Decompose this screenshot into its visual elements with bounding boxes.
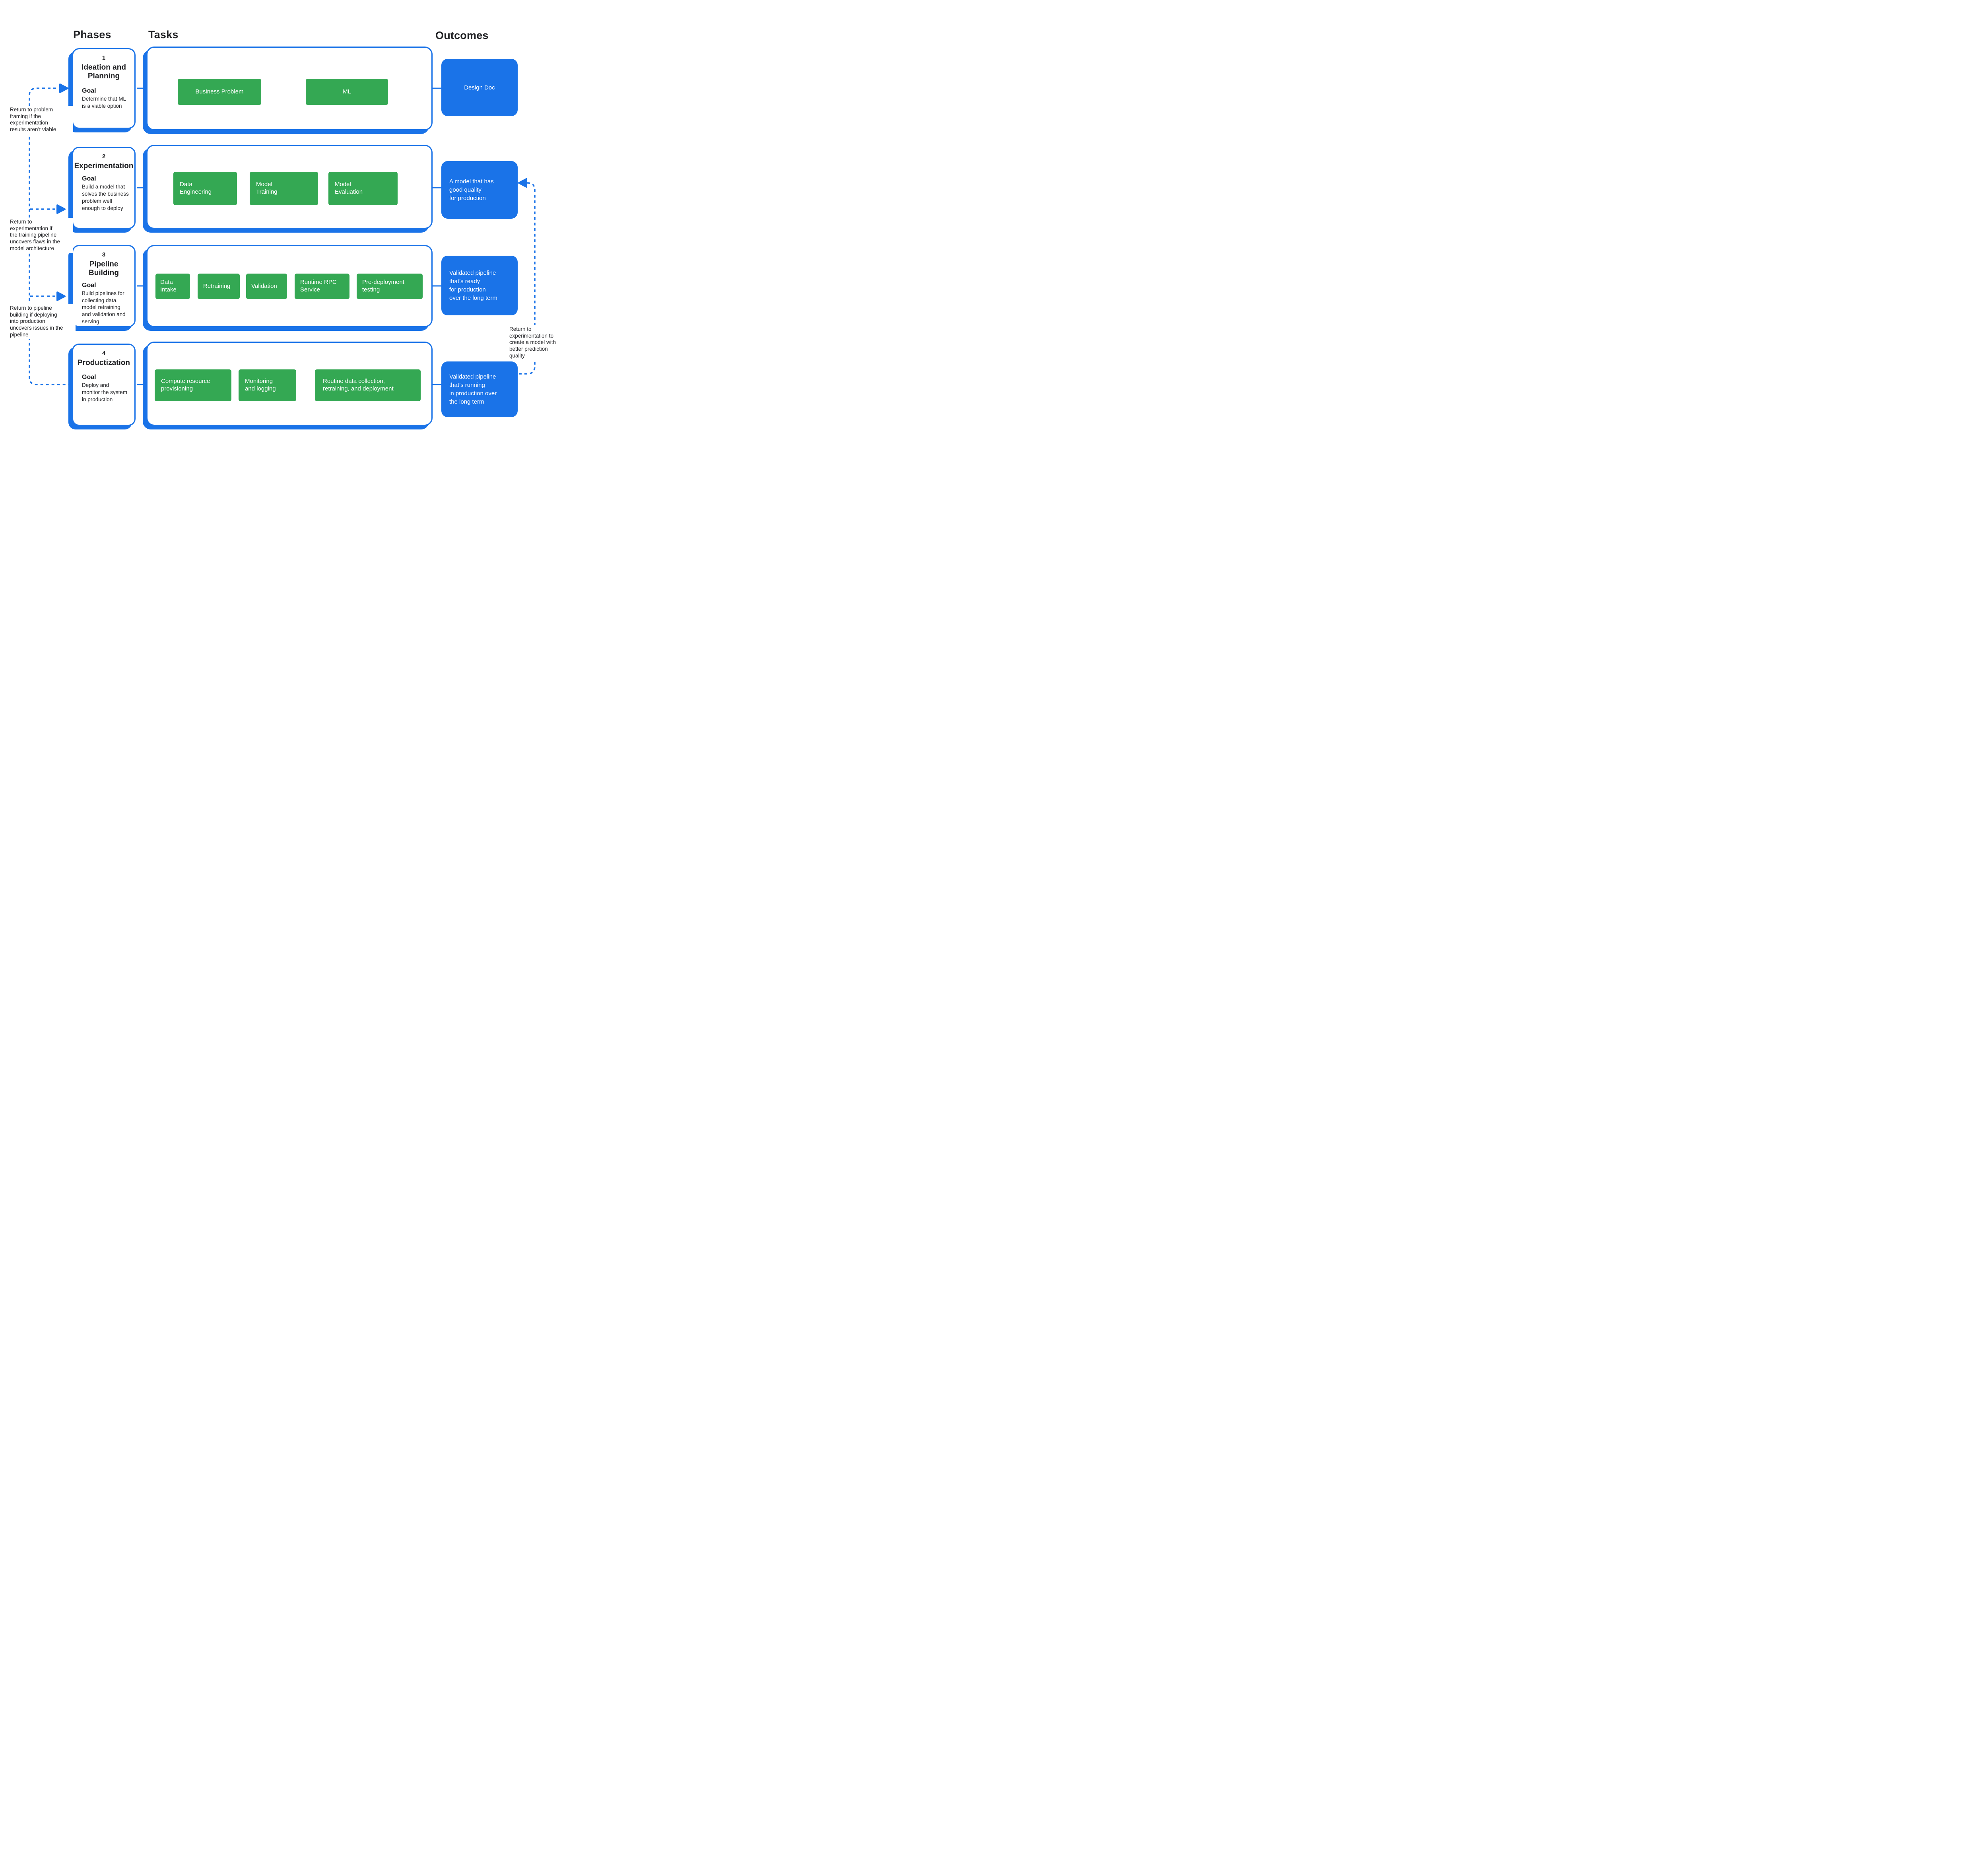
phase-box-ideation: 1 Ideation and Planning Goal Determine t… [72, 48, 136, 129]
task-runtime-rpc-service: Runtime RPC Service [295, 274, 349, 299]
goal-label: Goal [82, 374, 96, 381]
phases-header: Phases [73, 29, 111, 41]
task-business-problem: Business Problem [178, 79, 261, 105]
row-connector-lines [137, 87, 441, 385]
task-validation: Validation [246, 274, 287, 299]
phase-box-pipeline-building: 3 Pipeline Building Goal Build pipelines… [72, 245, 136, 327]
task-label: Model Training [256, 181, 278, 195]
outcome-validated-pipeline-ready: Validated pipeline that’s ready for prod… [441, 256, 518, 315]
task-label: Monitoring and logging [245, 378, 276, 392]
phase-number: 3 [102, 251, 106, 258]
task-label: Model Evaluation [335, 181, 363, 195]
phase-title: Pipeline Building [89, 260, 119, 278]
phase-number: 2 [102, 153, 106, 160]
outcome-label: Validated pipeline that’s ready for prod… [449, 270, 497, 301]
task-label: Data Engineering [180, 181, 212, 195]
phase-number: 1 [102, 54, 106, 61]
task-retraining: Retraining [198, 274, 240, 299]
outcome-model-good-quality: A model that has good quality for produc… [441, 161, 518, 219]
ml-workflow-diagram: Phases Tasks Outcomes 1 Ideation and Pla… [0, 0, 564, 465]
arrow-right-icon [56, 291, 66, 301]
arrow-right-icon [56, 204, 66, 214]
note-return-to-problem-framing: Return to problem framing if the experim… [9, 106, 73, 134]
outcome-validated-pipeline-running: Validated pipeline that’s running in pro… [441, 361, 518, 417]
goal-label: Goal [82, 175, 96, 183]
task-model-training: Model Training [250, 172, 318, 205]
task-label: Retraining [203, 282, 231, 289]
note-return-to-experimentation: Return to experimentation if the trainin… [9, 218, 73, 253]
arrow-right-icon [59, 84, 68, 93]
phase-title: Ideation and Planning [82, 63, 126, 81]
right-return-arrow [518, 178, 527, 188]
task-data-intake: Data Intake [155, 274, 190, 299]
outcome-label: Validated pipeline that’s running in pro… [449, 373, 497, 405]
arrow-left-icon [518, 178, 527, 188]
task-label: Runtime RPC Service [300, 279, 337, 293]
task-label: Validation [251, 282, 277, 289]
tasks-header: Tasks [148, 29, 179, 41]
task-data-engineering: Data Engineering [173, 172, 237, 205]
task-label: Business Problem [195, 88, 244, 95]
outcome-label: Design Doc [464, 84, 495, 91]
task-model-evaluation: Model Evaluation [328, 172, 398, 205]
task-pre-deployment-testing: Pre-deployment testing [357, 274, 423, 299]
goal-text: Deploy and monitor the system in product… [82, 382, 128, 403]
task-compute-resource-provisioning: Compute resource provisioning [155, 369, 231, 401]
task-link-lines [190, 91, 357, 385]
task-label: Compute resource provisioning [161, 378, 210, 392]
phase-box-experimentation: 2 Experimentation Goal Build a model tha… [72, 147, 136, 229]
task-routine-data-collection: Routine data collection, retraining, and… [315, 369, 421, 401]
phase-title: Productization [78, 359, 130, 367]
task-ml: ML [306, 79, 388, 105]
note-return-to-pipeline-building: Return to pipeline building if deploying… [9, 304, 76, 339]
goal-text: Determine that ML is a viable option [82, 95, 126, 109]
task-label: Routine data collection, retraining, and… [323, 378, 394, 392]
goal-text: Build pipelines for collecting data, mod… [82, 290, 126, 325]
note-return-to-experimentation-quality: Return to experimentation to create a mo… [508, 325, 563, 360]
goal-label: Goal [82, 282, 96, 289]
outcome-label: A model that has good quality for produc… [449, 178, 494, 202]
phase-title: Experimentation [74, 162, 134, 170]
task-label: Data Intake [160, 279, 177, 293]
phase-box-productization: 4 Productization Goal Deploy and monitor… [72, 344, 136, 426]
goal-label: Goal [82, 87, 96, 94]
task-monitoring-and-logging: Monitoring and logging [239, 369, 296, 401]
goal-text: Build a model that solves the business p… [82, 184, 129, 211]
phase-number: 4 [102, 350, 106, 357]
task-label: Pre-deployment testing [362, 279, 404, 293]
outcomes-header: Outcomes [435, 29, 489, 41]
outcome-design-doc: Design Doc [441, 59, 518, 116]
task-label: ML [343, 88, 351, 95]
